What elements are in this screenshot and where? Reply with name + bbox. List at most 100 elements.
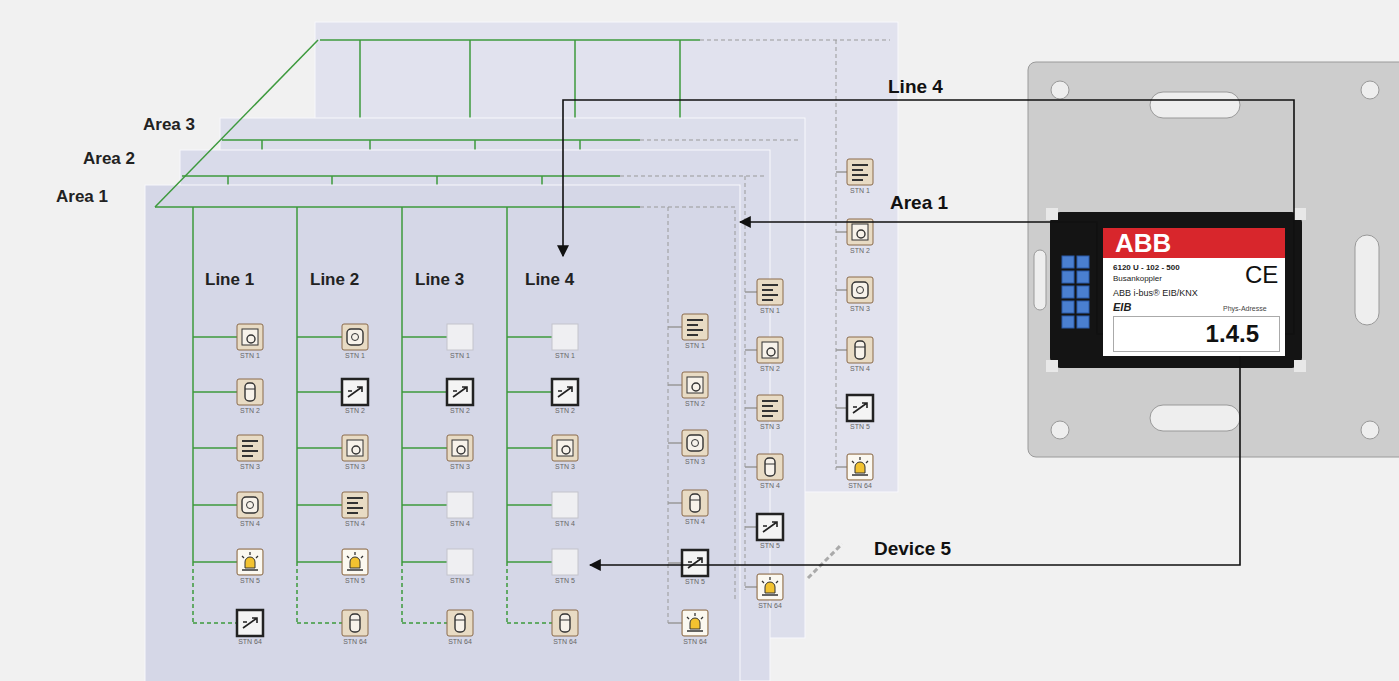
device-icon <box>402 435 473 461</box>
device-icon <box>668 490 708 516</box>
branch-line <box>297 561 342 563</box>
plate-slot <box>1034 250 1046 310</box>
drawing-stroke <box>762 284 778 286</box>
drawing-stroke <box>687 329 703 331</box>
drawing-stroke <box>242 497 258 513</box>
device-icon <box>193 492 263 518</box>
drawing-stroke <box>558 387 572 397</box>
plate-hole <box>1361 81 1379 99</box>
drawing-stroke <box>247 502 254 509</box>
station-label: STN 5 <box>335 576 375 585</box>
station-label: STN 1 <box>840 186 880 195</box>
drawing-stroke <box>683 611 707 635</box>
drawing-stroke <box>342 549 368 575</box>
drawing-stroke <box>762 299 773 301</box>
drawing-stroke <box>342 324 368 350</box>
station-label: STN 2 <box>675 399 715 408</box>
bus-lines <box>320 40 700 125</box>
drawing-stroke <box>765 582 775 593</box>
drawing-stroke <box>682 490 708 516</box>
drawing-stroke <box>560 614 570 632</box>
station-label: STN 4 <box>230 519 270 528</box>
drawing-stroke <box>852 174 868 176</box>
coupler-label: ABB6120 U - 102 - 500BusankopplerABB i-b… <box>1103 228 1285 356</box>
drawing-stroke <box>762 410 778 412</box>
branch-line <box>193 391 237 393</box>
branch-line <box>297 391 342 393</box>
device-icon <box>193 324 263 350</box>
leader-line <box>590 352 1240 565</box>
device-icon <box>745 454 783 480</box>
branch-line <box>668 502 682 504</box>
drawing-stroke <box>506 207 508 562</box>
drawing-stroke <box>692 383 700 391</box>
brand-band: ABB <box>1103 228 1285 258</box>
device-icon <box>297 379 368 405</box>
device-icon <box>836 219 873 245</box>
terminal-pin <box>1077 286 1089 298</box>
station-label: STN 5 <box>230 576 270 585</box>
station-label: STN 3 <box>840 304 880 313</box>
drawing-stroke <box>242 450 258 452</box>
drawing-stroke <box>692 440 699 447</box>
device-icon <box>507 549 578 575</box>
address-field: 1.4.5 <box>1113 316 1280 352</box>
drawing-stroke <box>847 395 873 421</box>
drawing-stroke <box>447 324 473 350</box>
terminal-pin <box>1077 256 1089 268</box>
drawing-stroke <box>762 405 773 407</box>
drawing-stroke <box>855 347 865 348</box>
drawing-stroke <box>237 549 263 575</box>
drawing-stroke <box>857 287 864 294</box>
branch-line <box>836 231 847 233</box>
drawing-stroke <box>242 445 253 447</box>
device-icon <box>193 435 263 461</box>
branch-line <box>402 622 447 624</box>
station-label: STN 5 <box>750 541 790 550</box>
drawing-stroke <box>853 403 867 413</box>
station-label: STN 4 <box>335 519 375 528</box>
device-icon <box>668 372 708 398</box>
drawing-stroke <box>557 440 573 456</box>
terminal-pin <box>1062 271 1074 283</box>
line-heading: Line 2 <box>310 270 359 290</box>
drawing-stroke <box>455 614 465 632</box>
drawing-stroke <box>757 454 783 480</box>
plate-slot <box>1355 235 1379 325</box>
drawing-stroke <box>762 342 778 358</box>
line-heading: Line 1 <box>205 270 254 290</box>
device-icon <box>507 610 578 636</box>
station-label: STN 3 <box>230 462 270 471</box>
station-label: STN 1 <box>545 351 585 360</box>
station-label: STN 3 <box>335 462 375 471</box>
station-label: STN 2 <box>840 246 880 255</box>
drawing-stroke <box>242 552 258 570</box>
drawing-stroke <box>762 289 773 291</box>
device-icon <box>668 550 708 576</box>
branch-line <box>402 504 447 506</box>
drawing-stroke <box>447 435 473 461</box>
drawing-stroke <box>682 550 708 576</box>
drawing-stroke <box>192 207 194 562</box>
drawing-stroke <box>352 446 360 454</box>
drawing-stroke <box>682 610 708 636</box>
device-icon <box>745 337 783 363</box>
drawing-stroke <box>690 618 700 629</box>
terminal-pin <box>1077 316 1089 328</box>
drawing-stroke <box>347 502 358 504</box>
branch-line <box>507 391 552 393</box>
drawing-stroke <box>852 224 868 240</box>
branch-line <box>507 336 552 338</box>
drawing-stroke <box>342 435 368 461</box>
bus-continuation <box>700 40 890 41</box>
station-label: STN 64 <box>750 601 790 610</box>
area-heading: Area 3 <box>143 115 195 135</box>
branch-line <box>402 336 447 338</box>
line-heading: Line 3 <box>415 270 464 290</box>
drawing-stroke <box>757 574 783 600</box>
area-panel: Area 2 <box>180 150 770 681</box>
drawing-stroke <box>762 415 773 417</box>
branch-line <box>745 349 757 351</box>
drawing-stroke <box>687 334 698 336</box>
